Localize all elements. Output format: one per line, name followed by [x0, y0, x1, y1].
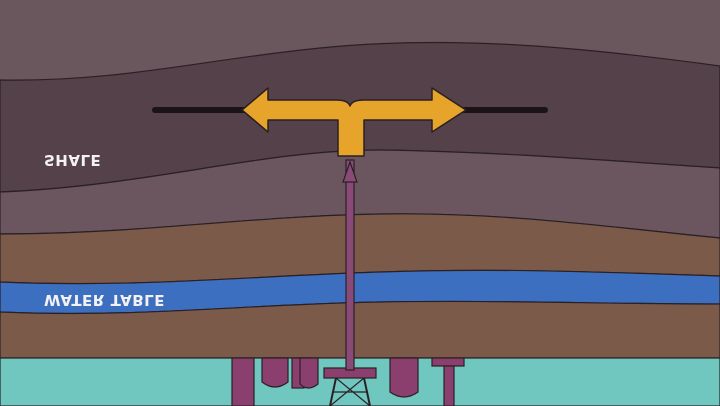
storage-tank-1 — [231, 357, 255, 406]
drilling-rig-icon — [323, 367, 377, 406]
drill-bit — [342, 160, 358, 183]
water-table-label: WATER TABLE — [44, 291, 165, 309]
surface-structures — [231, 357, 465, 406]
storage-tank-6 — [443, 365, 455, 406]
platform — [431, 357, 465, 367]
storage-tank-2 — [261, 357, 289, 388]
well-pipe — [345, 159, 355, 371]
lower-soil-layer — [0, 300, 720, 359]
arrow-icon — [241, 87, 467, 157]
shale-label: SHALE — [44, 151, 102, 169]
storage-tank-5 — [389, 357, 419, 398]
storage-tank-4 — [299, 357, 319, 389]
